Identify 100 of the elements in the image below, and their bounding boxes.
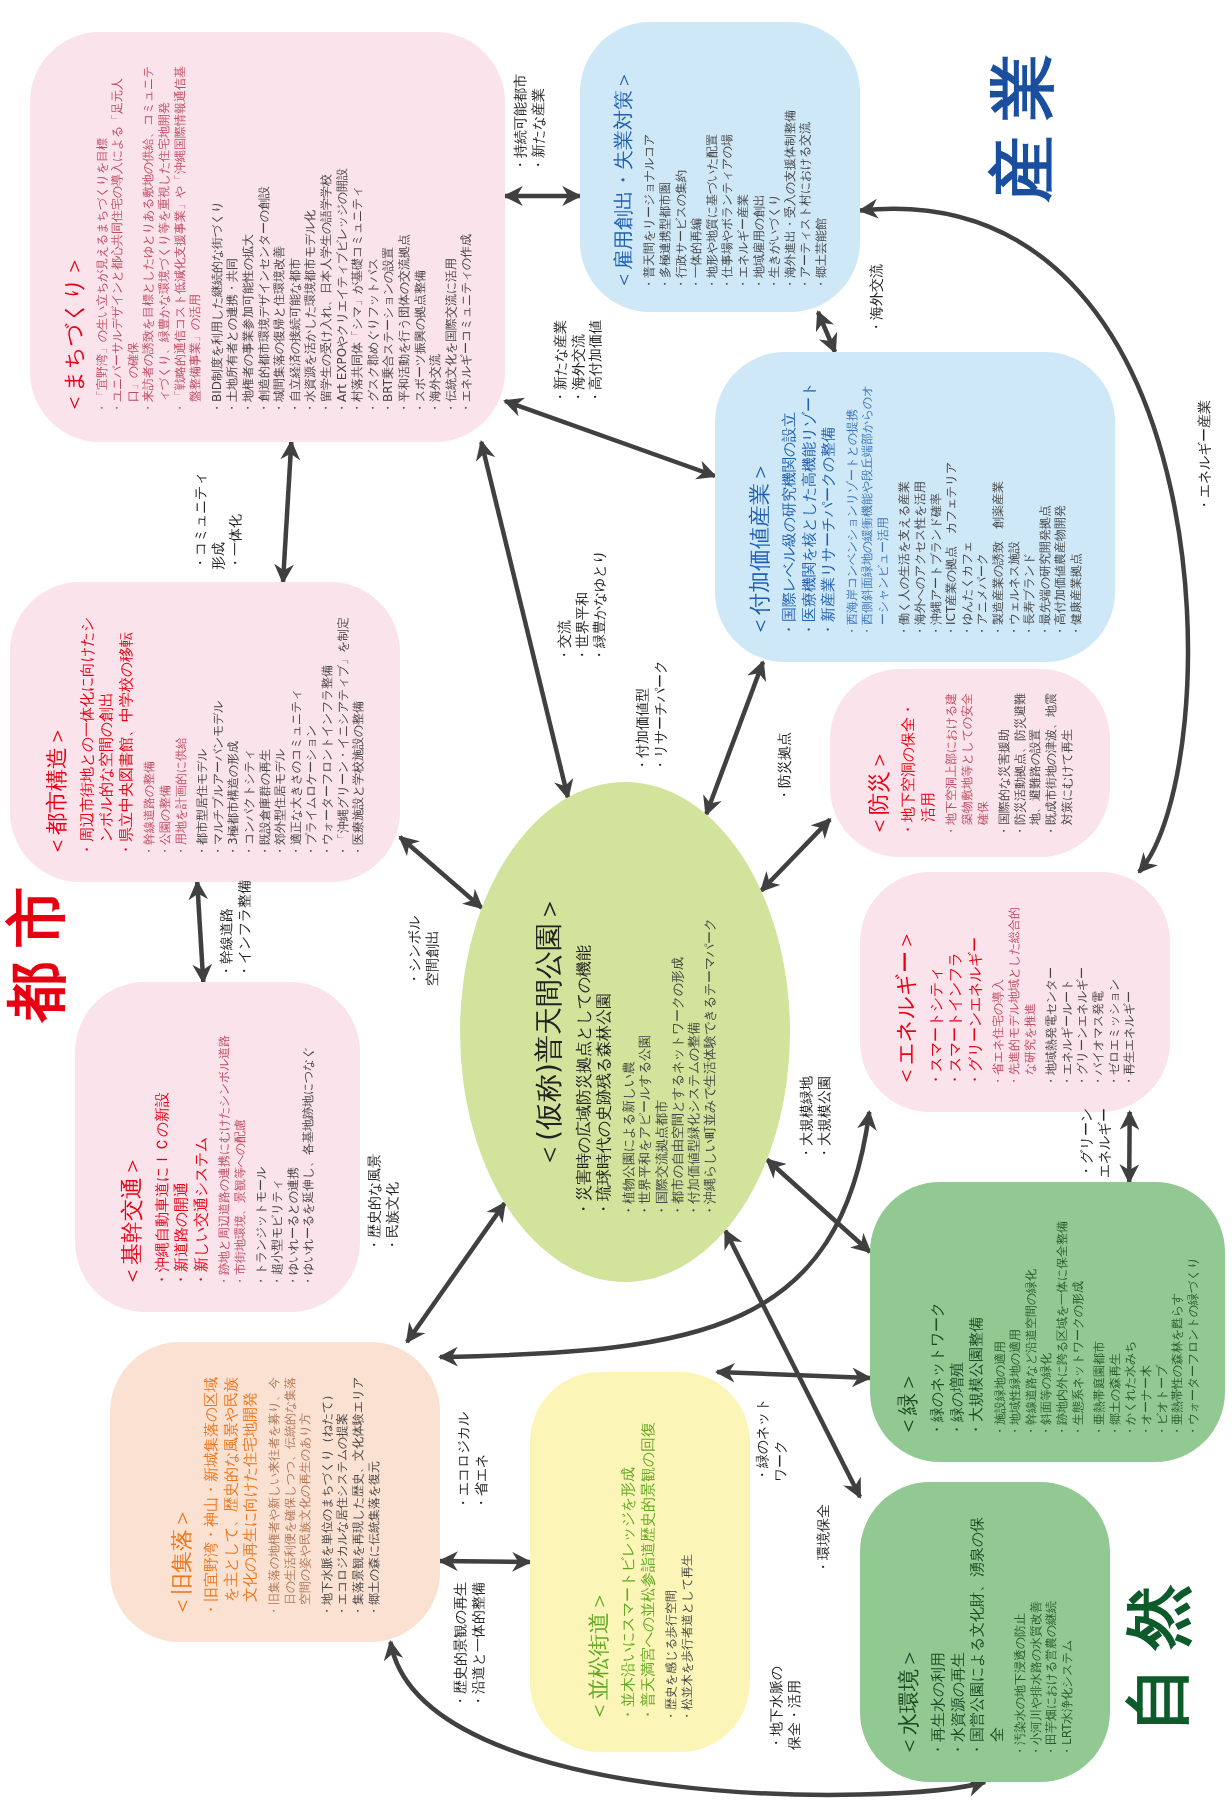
bullet-item: ・コンパクトシティ (241, 748, 257, 857)
category-label: 都市 (6, 872, 66, 1022)
bullet-item: ・琉球時代の史跡残る森林公園 (594, 992, 615, 1217)
bullet-item: ・「沖縄グリーン・イニシアティブ」を制定 (335, 616, 351, 857)
double-arrow (723, 1228, 862, 1499)
edge-label: ・新たな産業・海外交流・高付加価値 (552, 320, 605, 404)
bullet-item: ・医療機関を核とした高機能リゾート (799, 381, 819, 637)
bullet-item: ・地域熱発電センター (1044, 966, 1060, 1087)
double-arrow (503, 397, 717, 480)
edge-label: ・持続可能都市・新たな産業 (512, 74, 547, 172)
topic-bubble (110, 1342, 440, 1642)
double-arrow (398, 835, 484, 910)
bullet-item: ・ユニバーサルデザインと都心共同住宅の導入による「足元人口」の確保 (110, 77, 141, 414)
bullet-item: ・施設緑地の適用 (992, 1340, 1008, 1437)
bullet-item: ・地下空洞上部における建築物敷地等としての安全確保 (944, 692, 991, 837)
bullet-item: ・エコロジカルな居住システムの提案 (335, 1412, 351, 1617)
bullet-item: ・グスク郡めぐりフットパス (365, 257, 381, 414)
bullet-item: ・緑の増殖 (947, 1361, 967, 1437)
bullet-item: ・海外へのアクセス性を活用 (912, 480, 928, 637)
edge-label: ・付加価値型・リサーチパーク (634, 660, 669, 772)
bullet-item: ・生態系ネットワークの形成 (1070, 1280, 1086, 1437)
bullet-item: ・医療施設と学校施設の整備 (351, 700, 367, 857)
bullet-item: ・ゆんたくカフェ (959, 540, 975, 637)
bullet-item: ・水資源を活かした環境都市モデル化 (303, 209, 319, 414)
edge-label: ・エネルギー産業 (1196, 400, 1213, 512)
bullet-item: ・汚染水の地下浸透の防止 (1013, 1612, 1029, 1757)
bubble-title: ＜まちづくり＞ (60, 254, 88, 414)
double-arrow (858, 201, 1191, 874)
bubble-title: ＜基幹交通＞ (118, 1154, 146, 1287)
topic-bubble (75, 982, 360, 1312)
bullet-item: ・ICT産業の拠点 カフェテリア (944, 460, 960, 637)
bullet-item: ・市街地環境、景観等への配慮 (232, 1118, 248, 1287)
bullet-item: ・ウォーターフロントインフラ整備 (319, 664, 335, 857)
bullet-item: ・アニメパーク (975, 552, 991, 637)
double-arrow (715, 1362, 872, 1388)
bullet-item: ・普天間をリージョナルコア (642, 133, 658, 290)
bullet-item: ・仕事場やボランティアの場 (720, 133, 736, 290)
bullet-item: ・公園の整備 (158, 784, 173, 857)
bullet-item: ・再生エネルギー (1122, 990, 1138, 1087)
bullet-item: ・ゆいれーるとの連携 (285, 1166, 301, 1287)
bullet-item: ・マルチプルアーバンモデル (210, 700, 226, 857)
bullet-item: ・既成市街地の津波、地震対策にむけて再生 (1044, 692, 1075, 837)
topic-bubble (860, 1482, 1110, 1782)
bullet-item: ・BRT乗合ステーションの設置 (381, 245, 397, 414)
bullet-item: ・一体的再編 (689, 217, 705, 290)
bullet-item: ・スマートインフラ (946, 951, 966, 1087)
double-arrow (188, 880, 213, 984)
bullet-item: ・田芋畑における営農の継続 (1044, 1600, 1060, 1757)
bullet-item: ・BID制度を利用した継続的な街づくり (209, 200, 225, 414)
double-arrow (475, 440, 574, 800)
double-arrow (765, 1157, 872, 1254)
bullet-item: ・自立経済の接続可能な都市 (287, 257, 303, 414)
bullet-item: ・国際交流拠点都市 (653, 1099, 670, 1217)
double-arrow (1119, 1110, 1140, 1184)
bullet-item: ・旧宜野湾・神山・新城集落の区域を主として、歴史的な風景や民族文化の再生に向けた住宅地開発 (202, 1376, 261, 1617)
bullet-item: ・郷土の森再生 (1107, 1352, 1123, 1437)
bullet-item: ・地下水脈を単位のまちづくり（ねたて） (319, 1388, 335, 1617)
bullet-item: ・ゼロエミッション (1106, 978, 1122, 1087)
bullet-item: ・斜面等の緑化 (1039, 1352, 1055, 1437)
bullet-item: ・地域雇用の創出 (751, 193, 767, 290)
bubble-title: ＜緑＞ (893, 1370, 921, 1437)
bullet-item: ・西側斜面緑地の緩衝機能や段丘端部からのオーシャンビュー活用 (860, 384, 891, 637)
bullet-item: ・平和活動を行う団体の交流拠点 (396, 233, 412, 414)
bullet-item: ・郷土芸能館 (813, 217, 829, 290)
edge-label: ・海外交流 (868, 264, 885, 334)
bullet-item: ・沖縄らしい町並みで生活体験できるテーマパーク (702, 917, 719, 1217)
bullet-item: ・トランジットモール (254, 1166, 270, 1287)
bullet-item: ・バイオマス発電 (1090, 990, 1106, 1087)
bullet-item: ・創造的都市環境デザインセンターの創設 (256, 185, 272, 414)
bullet-item: ・旧集落の地権者や新しい来往者を募り、今日の生活利便を確保しつつ、伝統的な集落空間の姿や民族文化の再生のあり方 (266, 1376, 314, 1617)
bullet-item: ・幹線道路の整備 (142, 760, 158, 857)
topic-bubble (10, 582, 400, 882)
bullet-item: ・3極都市構造の形成 (226, 740, 242, 857)
bullet-item: ・エネルギー産業 (736, 193, 751, 290)
bullet-item: ・世界平和をアピールする公園 (637, 1034, 654, 1217)
edge-label: ・エコロジカル・省エネ (455, 1412, 490, 1510)
bullet-item: ・郊外型住居モデル (273, 748, 289, 857)
bullet-item: ・LRT水浄化システム (1059, 1638, 1075, 1757)
bullet-item: ・国営公園による文化財、湧泉の保全 (968, 1516, 1007, 1757)
bubble-title: ＜(仮称)普天間公園＞ (531, 894, 567, 1171)
bubble-title: ＜防災＞ (864, 748, 892, 837)
category-label: 自然 (1125, 1567, 1191, 1732)
edge-label: ・コミュニティ形成・一体化 (192, 472, 245, 570)
bullet-item: ・城間集落の復帰と住環境改善 (272, 245, 288, 414)
bullet-item: ・都市型居住モデル (195, 748, 211, 857)
bullet-item: ・災害時の広域防災拠点としての機能 (573, 944, 594, 1217)
bullet-item: ・小河川や排水路の水質改善 (1028, 1600, 1044, 1757)
bullet-item: ・国際的な災害援助 (997, 728, 1013, 837)
bubble-title: ＜エネルギー＞ (892, 928, 920, 1087)
category-label: 産業 (990, 37, 1056, 202)
edge-label: ・緑のネットワーク (754, 1398, 789, 1482)
bullet-item: ・都市の自由空間とするネットワークの形成 (670, 956, 686, 1217)
bullet-item: ・アーティスト村における交流 (798, 121, 814, 290)
bullet-item: ・地権者の事業参加可能性の拡大 (241, 233, 256, 414)
bullet-item: ・緑のネットワーク (928, 1301, 948, 1437)
bullet-item: ・グリーンエネルギー (1075, 966, 1091, 1087)
bullet-item: ・留学生の受け入れ、日本人学生の語学学校 (319, 173, 334, 414)
bullet-item: ・普天満宮への並松参詣道歴史的景観の回復 (638, 1421, 658, 1722)
bullet-item: ・エネルギールート (1059, 978, 1075, 1087)
bullet-item: ・新産業リサーチパークの整備 (819, 426, 839, 637)
